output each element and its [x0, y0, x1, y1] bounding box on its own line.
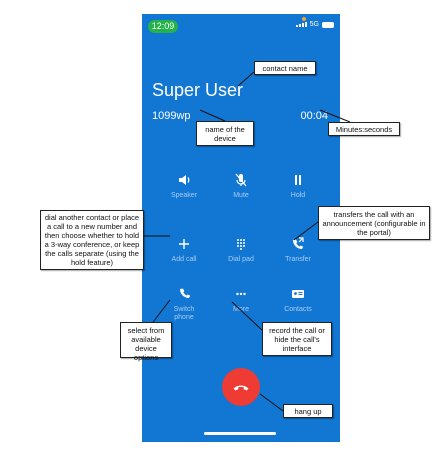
status-time: 12:09 — [148, 20, 178, 33]
device-name: 1099wp — [152, 110, 191, 122]
hang-up-icon — [233, 385, 249, 391]
speaker-button[interactable]: Speaker — [160, 172, 208, 200]
add-call-button[interactable]: Add call — [160, 236, 208, 264]
dial-pad-button[interactable]: Dial pad — [217, 236, 265, 264]
status-icons: 5G — [295, 21, 334, 28]
switch-phone-button[interactable]: Switch phone — [160, 286, 208, 322]
hold-label: Hold — [290, 192, 306, 199]
switch-phone-label: Switch phone — [173, 306, 195, 321]
call-timer: 00:04 — [300, 110, 328, 122]
mic-off-icon — [235, 173, 247, 187]
callout-more: record the call or hide the call's inter… — [262, 322, 332, 356]
home-indicator[interactable] — [204, 432, 276, 435]
callout-transfer: transfers the call with an announcement … — [318, 206, 430, 240]
mute-button[interactable]: Mute — [217, 172, 265, 200]
transfer-button[interactable]: Transfer — [274, 236, 322, 264]
contact-name: Super User — [152, 80, 244, 100]
signal-icon — [295, 22, 307, 27]
battery-icon — [322, 21, 334, 28]
plus-icon — [179, 239, 189, 249]
call-screen: 12:09 5G Super User 1099wp 00:04 Speaker… — [142, 14, 340, 442]
transfer-call-icon — [293, 237, 304, 249]
pause-icon — [295, 175, 301, 185]
contacts-button[interactable]: Contacts — [274, 286, 322, 314]
callout-switch-phone: select from available device options — [120, 322, 172, 362]
dial-pad-label: Dial pad — [228, 256, 254, 263]
callout-add-call: dial another contact or place a call to … — [40, 210, 144, 270]
hold-button[interactable]: Hold — [274, 172, 322, 200]
contacts-label: Contacts — [284, 306, 312, 313]
mute-label: Mute — [233, 192, 249, 199]
speaker-icon — [179, 175, 190, 185]
dialpad-icon — [237, 239, 245, 250]
more-button[interactable]: More — [217, 286, 265, 314]
callout-contact-name: contact name — [254, 61, 316, 75]
speaker-label: Speaker — [170, 192, 198, 199]
hang-up-button[interactable] — [222, 368, 260, 406]
contact-card-icon — [292, 290, 304, 298]
network-label: 5G — [309, 21, 319, 28]
callout-hang-up: hang up — [283, 404, 333, 418]
callout-duration: Minutes:seconds — [328, 122, 400, 136]
callout-device-name: name of the device — [196, 121, 254, 146]
phone-icon — [180, 288, 191, 298]
more-dots-icon — [236, 292, 246, 296]
more-label: More — [233, 306, 249, 313]
mic-indicator-dot — [302, 17, 306, 21]
add-call-label: Add call — [171, 256, 197, 263]
transfer-label: Transfer — [285, 256, 311, 263]
